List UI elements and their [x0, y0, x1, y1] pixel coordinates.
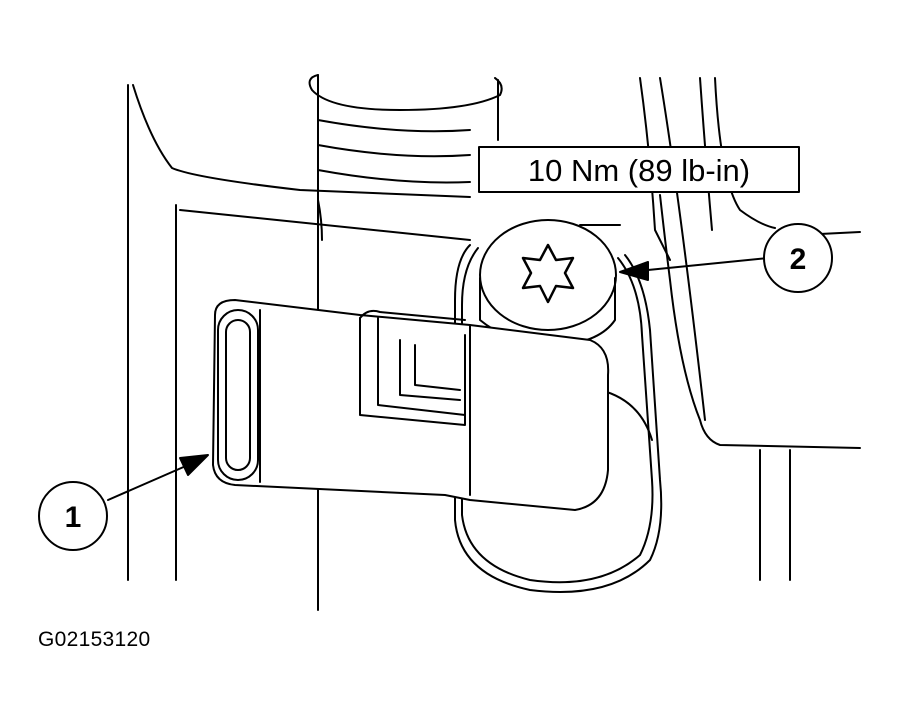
torx-star-icon: [521, 243, 575, 304]
leader-2: [647, 257, 769, 271]
arrowhead-2-icon: [619, 261, 649, 281]
arrowhead-1-icon: [179, 454, 209, 476]
torque-spec-box: [478, 146, 800, 193]
callout-leaders: [107, 257, 769, 501]
leader-1: [107, 461, 196, 501]
torx-bolt: [479, 219, 617, 346]
figure-id: G02153120: [38, 628, 151, 651]
torque-spec-label: 10 Nm (89 lb-in): [528, 153, 750, 188]
callout-label-2: 2: [790, 243, 807, 276]
callout-circle-2: [763, 223, 833, 293]
callout-circle-1: [38, 481, 108, 551]
electrical-connector: [212, 299, 610, 511]
callout-label-1: 1: [65, 501, 82, 534]
